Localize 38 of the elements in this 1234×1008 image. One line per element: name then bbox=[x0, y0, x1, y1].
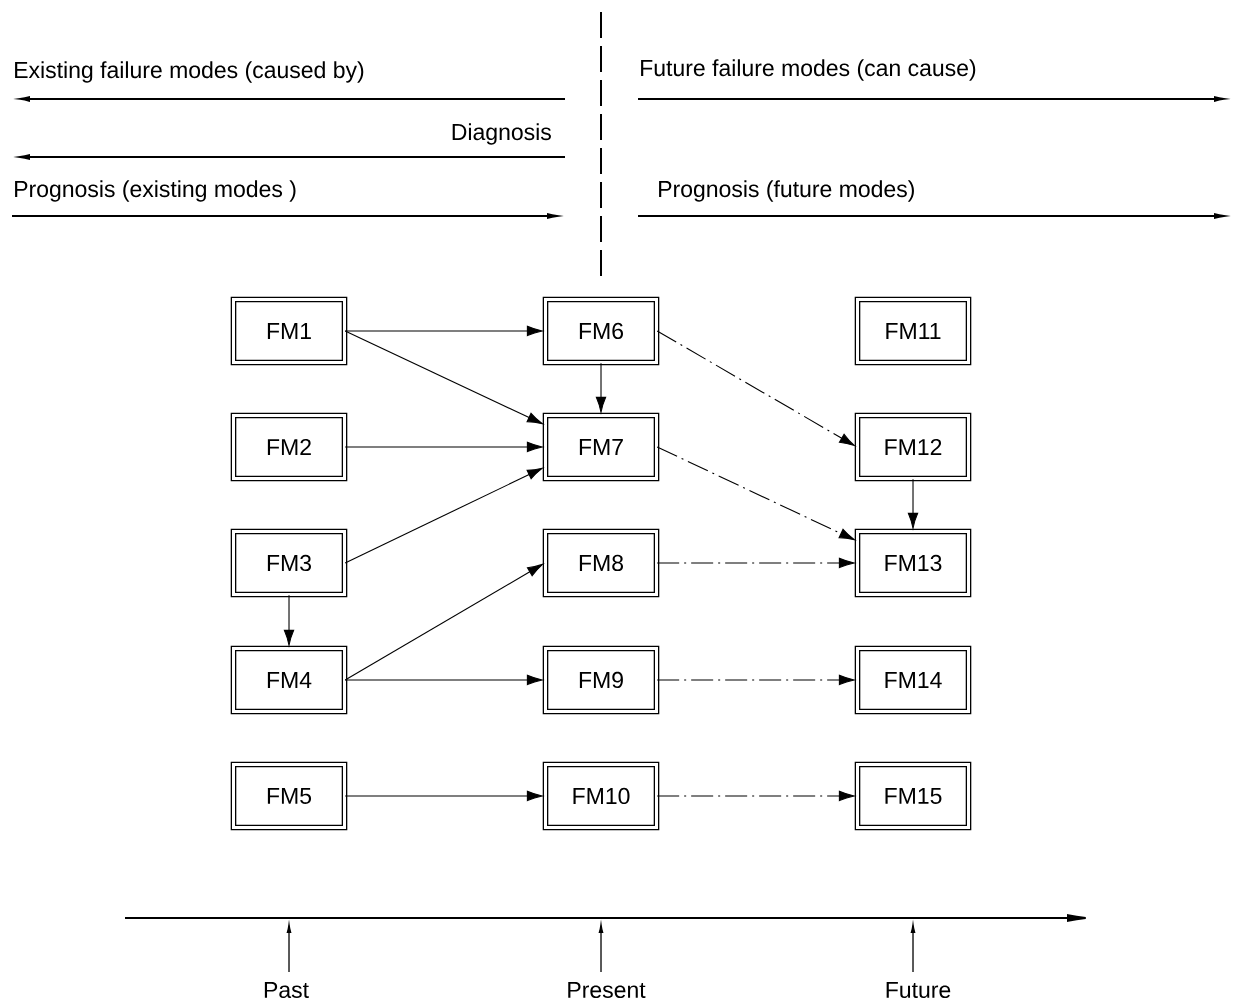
timeline-label: Past bbox=[264, 981, 309, 998]
direction-label: Existing failure modes (caused by) bbox=[15, 61, 364, 83]
failure-mode-box: FM11 bbox=[854, 296, 972, 366]
arrow bbox=[656, 674, 855, 686]
failure-mode-box: FM6 bbox=[542, 296, 660, 366]
failure-mode-box: FM1 bbox=[230, 296, 348, 366]
arrow bbox=[595, 362, 607, 413]
failure-mode-box: FM4 bbox=[230, 645, 348, 715]
timeline-label: Present bbox=[568, 981, 646, 998]
arrow bbox=[656, 330, 855, 447]
failure-mode-box: FM12 bbox=[854, 412, 972, 482]
arrow bbox=[656, 446, 855, 541]
arrow bbox=[344, 330, 543, 425]
direction-label: Future failure modes (can cause) bbox=[641, 59, 976, 81]
arrow bbox=[344, 441, 543, 453]
arrow bbox=[656, 790, 855, 802]
arrow bbox=[344, 674, 543, 686]
direction-label: Prognosis (future modes) bbox=[659, 180, 914, 202]
failure-mode-box: FM3 bbox=[230, 528, 348, 598]
failure-mode-box: FM7 bbox=[542, 412, 660, 482]
failure-mode-box: FM2 bbox=[230, 412, 348, 482]
failure-mode-box: FM9 bbox=[542, 645, 660, 715]
failure-mode-box: FM15 bbox=[854, 761, 972, 831]
arrow bbox=[656, 557, 855, 569]
failure-mode-box: FM5 bbox=[230, 761, 348, 831]
failure-mode-box: FM13 bbox=[854, 528, 972, 598]
arrow bbox=[344, 467, 543, 564]
arrow bbox=[907, 478, 919, 529]
failure-mode-box: FM10 bbox=[542, 761, 660, 831]
failure-mode-box: FM14 bbox=[854, 645, 972, 715]
arrow bbox=[344, 563, 544, 681]
direction-label: Diagnosis bbox=[452, 123, 551, 145]
arrow bbox=[344, 790, 543, 802]
arrow bbox=[344, 325, 543, 337]
timeline-label: Future bbox=[886, 981, 951, 998]
failure-mode-box: FM8 bbox=[542, 528, 660, 598]
arrow bbox=[283, 594, 295, 646]
direction-label: Prognosis (existing modes ) bbox=[15, 180, 296, 202]
